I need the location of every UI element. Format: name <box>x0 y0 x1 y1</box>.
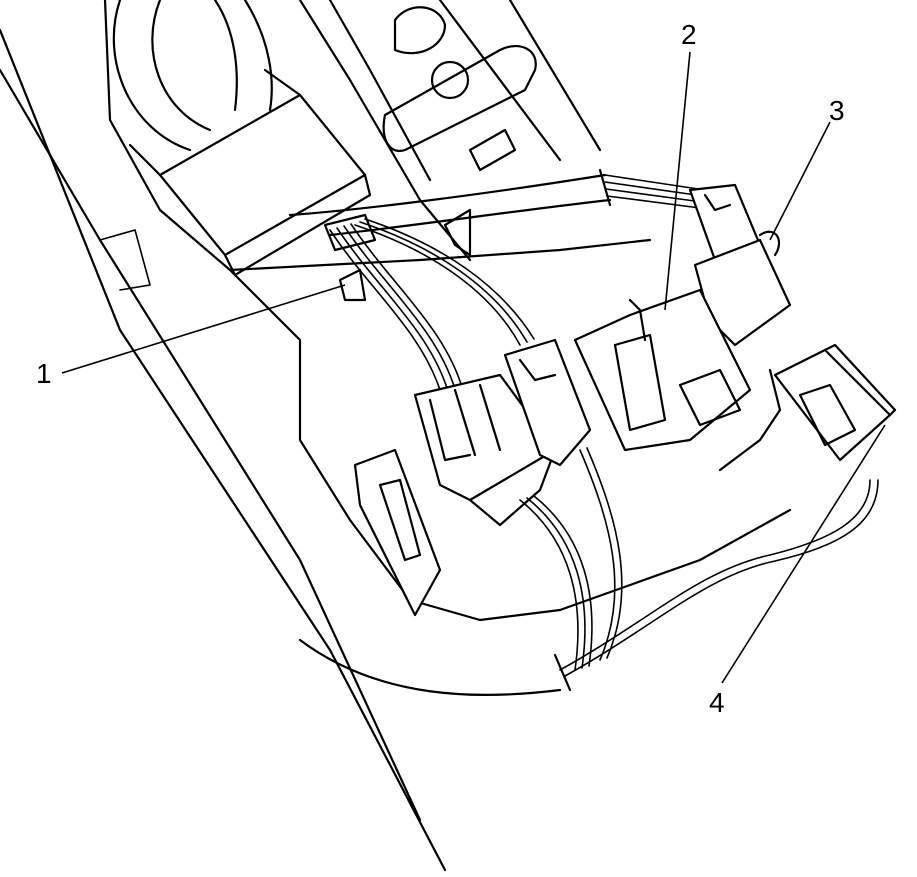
connector-4 <box>773 343 897 462</box>
leader-4 <box>721 424 886 684</box>
panel-edges <box>0 28 447 872</box>
harness-clip-band <box>128 68 372 277</box>
leader-3 <box>769 121 831 241</box>
leader-2 <box>664 51 691 311</box>
keyhole-plate <box>382 6 537 257</box>
wire-bundle-upper <box>288 168 706 237</box>
wire-bundle-middle <box>323 213 535 391</box>
connector-2 <box>503 288 752 467</box>
leader-1 <box>61 284 346 374</box>
callout-1: 1 <box>36 358 52 389</box>
callout-labels: 1 2 3 4 <box>36 19 845 718</box>
top-loop-strap <box>112 0 273 152</box>
callout-2: 2 <box>681 19 697 50</box>
callout-4: 4 <box>709 687 725 718</box>
wire-bundle-lower <box>519 447 879 692</box>
connector-3 <box>688 183 792 347</box>
leader-lines <box>61 51 886 684</box>
callout-3: 3 <box>829 95 845 126</box>
connector-1 <box>338 268 557 617</box>
